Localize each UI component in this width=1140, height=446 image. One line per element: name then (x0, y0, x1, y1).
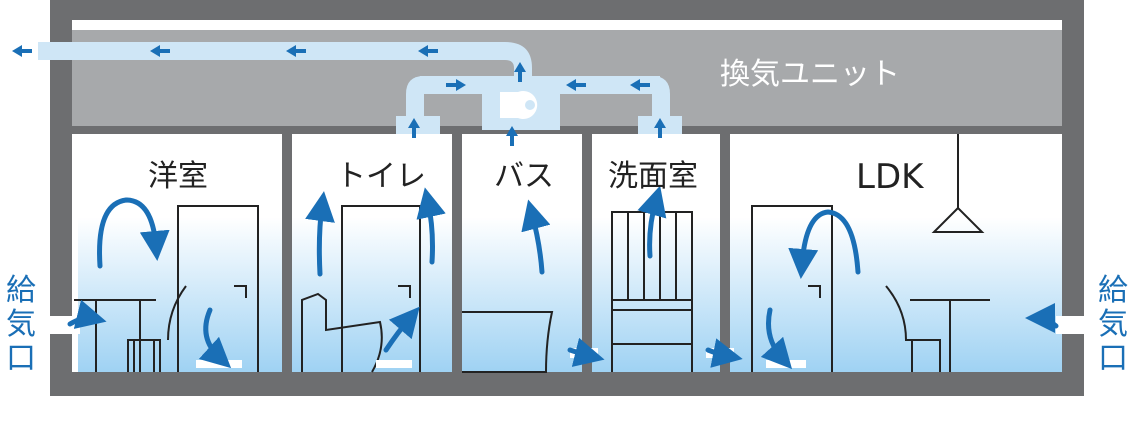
building-shell (50, 0, 1084, 396)
duct-arrow (514, 62, 526, 82)
room-bath (462, 134, 582, 372)
fan-icon (500, 90, 538, 120)
room-western (78, 134, 282, 372)
room-label-bath: バス (494, 159, 554, 194)
duct-arrow (566, 79, 586, 91)
inlet-label-right: 給気口 (1098, 273, 1128, 376)
duct-arrow (286, 45, 306, 57)
duct-arrow (150, 45, 170, 57)
duct-arrow (446, 79, 466, 91)
room-ldk (730, 134, 1062, 372)
rooms (72, 126, 1062, 372)
room-label-toilet: トイレ (336, 159, 426, 194)
duct-arrow (506, 126, 518, 146)
duct-arrow (654, 118, 666, 138)
duct-arrows (12, 45, 666, 146)
room-label-washroom: 洗面室 (608, 159, 698, 194)
room-labels: 洋室 トイレ バス 洗面室 LDK (148, 157, 925, 197)
duct-arrow (630, 79, 650, 91)
inlet-labels: 給気口 給気口 (6, 273, 1128, 376)
airflow-arrows (67, 185, 1059, 370)
inlet-label-left: 給気口 (6, 273, 36, 376)
unit-label: 換気ユニット (720, 57, 900, 92)
room-label-western: 洋室 (148, 159, 208, 194)
duct-arrow (418, 45, 438, 57)
room-washroom (592, 134, 720, 372)
room-label-ldk: LDK (856, 157, 925, 197)
duct-arrow (12, 45, 32, 57)
duct-arrow (408, 118, 420, 138)
